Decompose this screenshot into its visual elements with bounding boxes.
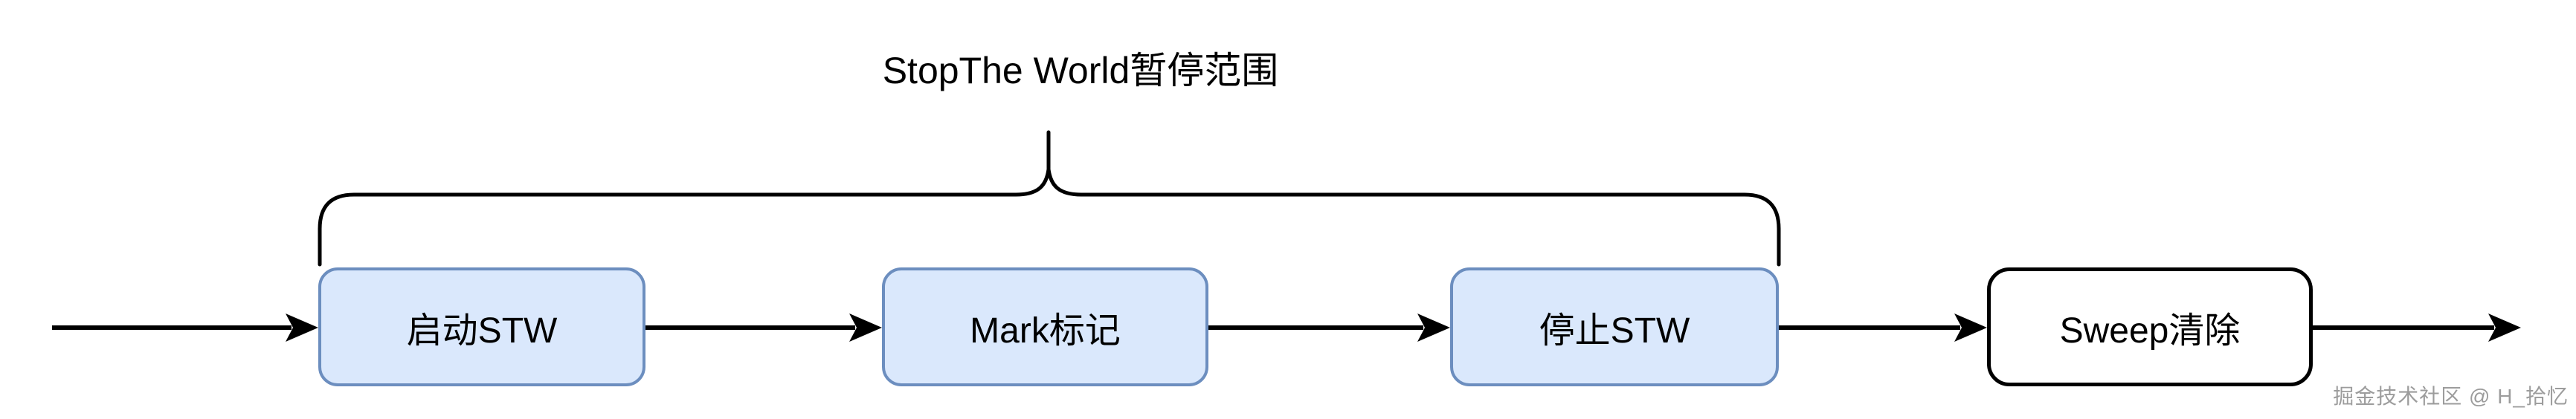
node-start-stw-label: 启动STW xyxy=(406,311,558,351)
node-start-stw: 启动STW xyxy=(318,267,645,386)
node-mark-label: Mark标记 xyxy=(970,311,1121,351)
node-stop-stw-label: 停止STW xyxy=(1539,311,1690,351)
node-sweep: Sweep清除 xyxy=(1987,267,2313,386)
node-stop-stw: 停止STW xyxy=(1450,267,1779,386)
watermark-juejin: 掘金技术社区 @ H_拾忆 xyxy=(2333,385,2569,408)
curly-brace xyxy=(318,130,1781,267)
arrow-mark-to-stop xyxy=(1208,314,1450,342)
node-sweep-label: Sweep清除 xyxy=(2059,311,2241,351)
arrow-start-to-mark xyxy=(645,314,882,342)
node-mark: Mark标记 xyxy=(882,267,1208,386)
arrow-sweep-to-exit xyxy=(2313,314,2521,342)
arrow-entry-to-start xyxy=(52,314,318,342)
arrow-stop-to-sweep xyxy=(1779,314,1987,342)
brace-label-stw-range: StopThe World暂停范围 xyxy=(882,50,1279,91)
